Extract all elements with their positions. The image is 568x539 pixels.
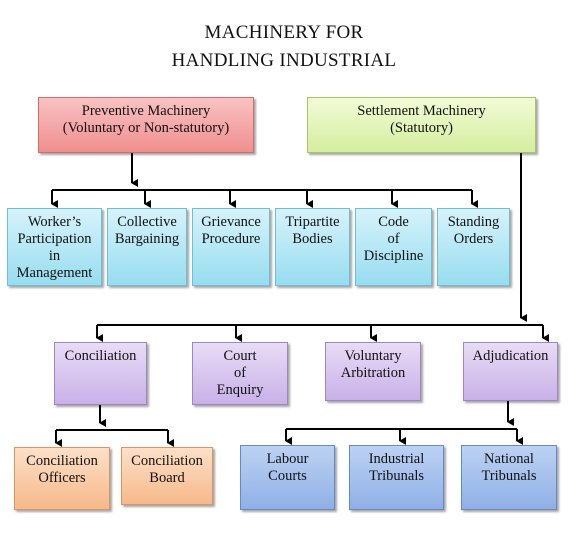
collective-bargaining-box: Collective Bargaining — [107, 208, 187, 286]
grievance-procedure-label: Grievance Procedure — [201, 214, 261, 247]
code-of-discipline-box: Code of Discipline — [355, 208, 432, 286]
national-tribunals-label: National Tribunals — [481, 451, 537, 484]
workers-participation-label: Worker’s Participation in Management — [16, 214, 93, 281]
voluntary-arbitration-box: Voluntary Arbitration — [325, 342, 421, 401]
standing-orders-box: Standing Orders — [437, 208, 510, 286]
preventive-machinery-box: Preventive Machinery (Voluntary or Non-s… — [38, 97, 254, 153]
standing-orders-label: Standing Orders — [447, 214, 500, 247]
code-of-discipline-label: Code of Discipline — [363, 214, 424, 264]
voluntary-arbitration-label: Voluntary Arbitration — [340, 348, 406, 381]
workers-participation-box: Worker’s Participation in Management — [7, 208, 102, 286]
labour-courts-box: Labour Courts — [240, 445, 335, 510]
adjudication-box: Adjudication — [463, 342, 558, 401]
settlement-machinery-label: Settlement Machinery (Statutory) — [357, 103, 486, 136]
conciliation-label: Conciliation — [64, 348, 137, 364]
tripartite-bodies-label: Tripartite Bodies — [285, 214, 340, 247]
labour-courts-label: Labour Courts — [266, 451, 309, 484]
collective-bargaining-label: Collective Bargaining — [114, 214, 180, 247]
adjudication-label: Adjudication — [472, 348, 549, 364]
national-tribunals-box: National Tribunals — [461, 445, 557, 510]
conciliation-officers-box: Conciliation Officers — [14, 447, 110, 510]
court-of-enquiry-box: Court of Enquiry — [192, 342, 288, 405]
conciliation-box: Conciliation — [54, 342, 147, 405]
tripartite-bodies-box: Tripartite Bodies — [275, 208, 350, 286]
diagram-title-line-2: HANDLING INDUSTRIAL — [171, 50, 397, 71]
diagram-title-line-1: MACHINERY FOR — [204, 22, 364, 43]
conciliation-board-box: Conciliation Board — [121, 447, 213, 505]
industrial-tribunals-label: Industrial Tribunals — [368, 451, 425, 484]
conciliation-board-label: Conciliation Board — [131, 453, 203, 486]
conciliation-officers-label: Conciliation Officers — [26, 453, 98, 486]
court-of-enquiry-label: Court of Enquiry — [216, 348, 264, 398]
industrial-tribunals-box: Industrial Tribunals — [349, 445, 444, 510]
preventive-machinery-label: Preventive Machinery (Voluntary or Non-s… — [62, 103, 230, 136]
grievance-procedure-box: Grievance Procedure — [192, 208, 270, 286]
settlement-machinery-box: Settlement Machinery (Statutory) — [307, 97, 536, 153]
